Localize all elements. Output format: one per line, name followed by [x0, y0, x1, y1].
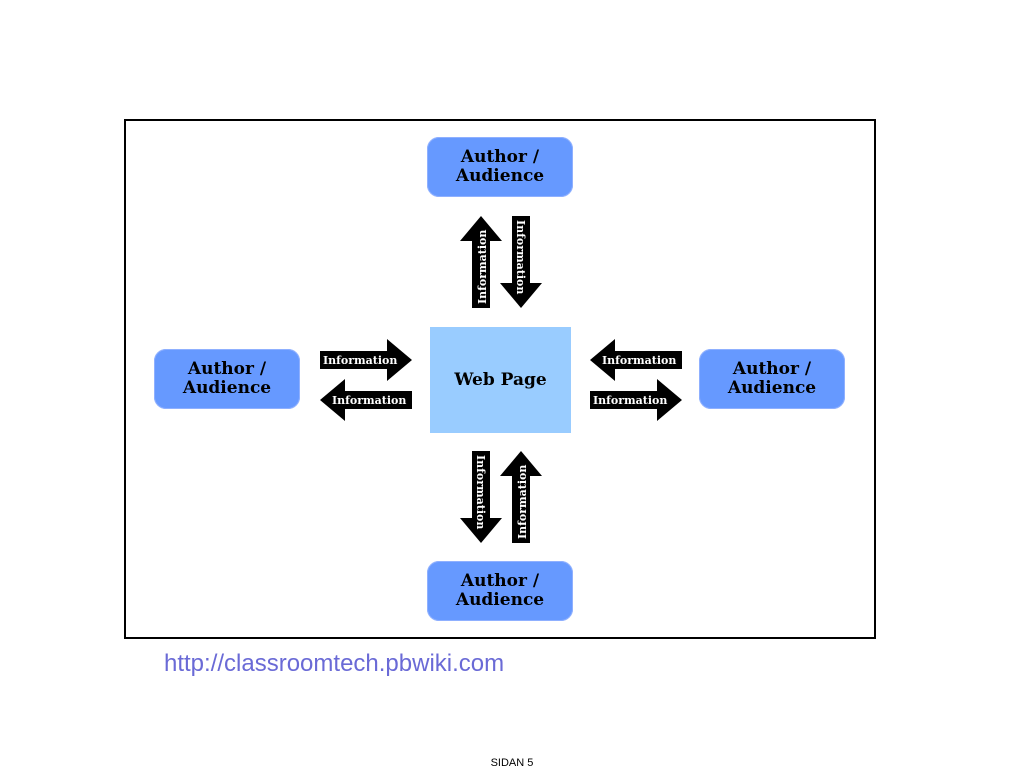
arrow-right-left-label: Information [602, 354, 676, 367]
arrow-bottom-down-label: Information [474, 455, 487, 529]
arrow-bottom-down: Information [460, 451, 502, 543]
web-page-box: Web Page [430, 327, 571, 433]
diagram-frame: Author / Audience Author / Audience Auth… [124, 119, 876, 639]
arrow-top-up-label: Information [476, 230, 489, 304]
page-number: SIDAN 5 [490, 757, 534, 769]
arrow-top-down: Information [500, 216, 542, 308]
node-bottom-label: Author / Audience [455, 571, 545, 610]
arrow-bottom-up-label: Information [516, 465, 529, 539]
arrow-top-up: Information [460, 216, 502, 308]
arrow-right-right: Information [590, 379, 682, 421]
arrow-bottom-up: Information [500, 451, 542, 543]
arrow-top-down-label: Information [514, 220, 527, 294]
arrow-left-left: Information [320, 379, 412, 421]
arrow-right-left: Information [590, 339, 682, 381]
node-bottom: Author / Audience [427, 561, 573, 621]
node-top: Author / Audience [427, 137, 573, 197]
node-left-label: Author / Audience [182, 359, 272, 398]
arrow-right-right-label: Information [593, 394, 667, 407]
web-page-label: Web Page [454, 370, 547, 390]
node-right: Author / Audience [699, 349, 845, 409]
node-top-label: Author / Audience [455, 147, 545, 186]
node-right-label: Author / Audience [727, 359, 817, 398]
source-link[interactable]: http://classroomtech.pbwiki.com [164, 650, 505, 677]
arrow-left-right: Information [320, 339, 412, 381]
arrow-left-right-label: Information [323, 354, 397, 367]
arrow-left-left-label: Information [332, 394, 406, 407]
node-left: Author / Audience [154, 349, 300, 409]
